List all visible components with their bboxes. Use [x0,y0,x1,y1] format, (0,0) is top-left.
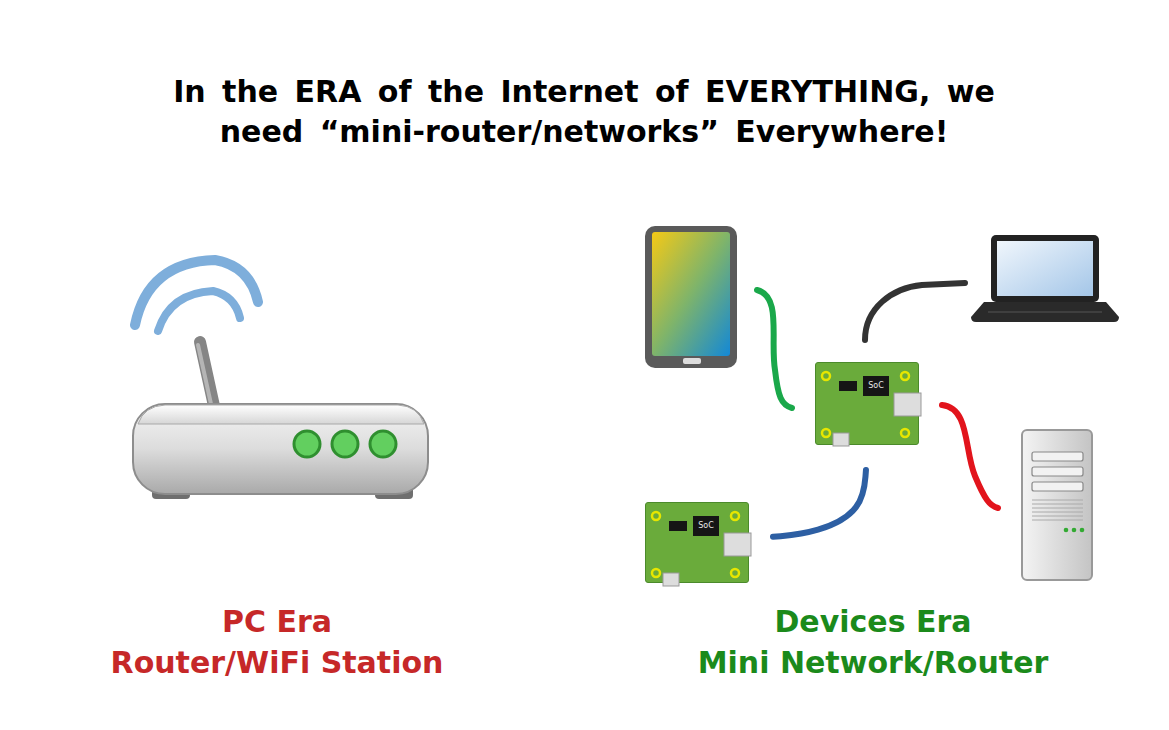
mount-hole [652,569,660,577]
phone-icon-part [645,226,737,368]
server-icon-part [1032,482,1083,491]
device-wires-part [865,283,965,340]
soc-label: SoC [693,516,719,536]
server-icon-part [1032,467,1083,476]
board-port [663,573,679,586]
board-art [646,503,748,582]
era-caption: PC Era [77,603,477,641]
laptop-icon-part [997,241,1093,296]
board-chip [669,521,687,531]
router-icon-part [133,404,428,494]
laptop-icon-part [991,235,1099,302]
mount-hole [652,512,660,520]
server-icon-part [1064,528,1069,533]
board-link [773,470,866,537]
mount-hole [901,429,909,437]
server-icon-part [1022,430,1092,580]
board-port [894,393,921,416]
era-caption: Router/WiFi Station [77,644,477,682]
router-icon-part [138,405,424,424]
device-wires [757,283,998,508]
laptop-icon-part [988,312,1102,313]
mount-hole [822,372,830,380]
phone-icon-part [683,358,701,364]
router-icon-part [158,291,240,331]
router-icon-part [370,431,396,457]
phone-icon [645,226,737,368]
router-icon-part [200,342,214,406]
laptop-icon-part [971,302,1119,322]
mount-hole [822,429,830,437]
phone-icon-part [652,232,730,356]
board-chip [839,381,857,391]
server-icon-part [1080,528,1085,533]
board-port [833,433,849,446]
mount-hole [731,512,739,520]
soc-board: SoC [645,502,749,583]
server-icon-part [1032,452,1083,461]
mount-hole [901,372,909,380]
router-icon [133,260,428,499]
router-icon-part [198,345,211,404]
router-icon-part [294,431,320,457]
soc-board: SoC [815,362,919,445]
era-caption: Mini Network/Router [673,644,1073,682]
soc-label: SoC [863,376,889,396]
server-icon [1022,430,1092,580]
device-wires-part [757,290,792,408]
router-icon-part [332,431,358,457]
laptop-icon [971,235,1119,322]
title: In the ERA of the Internet of EVERYTHING… [160,72,1008,152]
server-icon-part [1072,528,1077,533]
era-caption: Devices Era [673,603,1073,641]
board-port [724,533,751,556]
server-icon-part [1032,500,1083,520]
mount-hole [731,569,739,577]
device-wires-part [942,405,998,508]
